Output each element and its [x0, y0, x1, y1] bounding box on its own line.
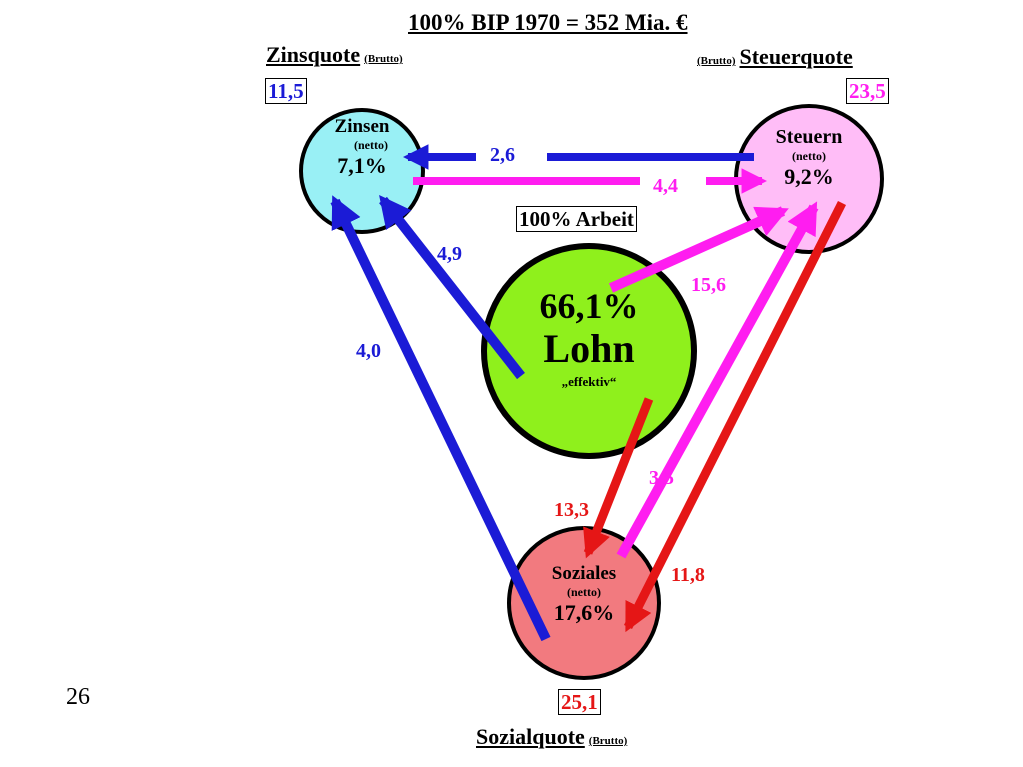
sozialquote-title: Sozialquote	[476, 724, 585, 749]
zinsquote-sub: (Brutto)	[364, 53, 403, 65]
flow-label-steuern-soziales: 11,8	[671, 564, 705, 586]
lohn-node	[481, 243, 697, 459]
arrow-soziales-to-steuern	[616, 201, 819, 559]
lohn-sub: „effektiv“	[561, 374, 617, 389]
lohn-pct: 66,1%	[539, 286, 639, 326]
lohn-name: Lohn	[543, 326, 635, 371]
arrow-lohn-to-steuern	[608, 206, 789, 293]
flow-label-soziales-steuern: 3,5	[649, 467, 674, 489]
arrow-steuern-to-soziales	[623, 200, 847, 633]
steuerquote-sub: (Brutto)	[697, 55, 736, 67]
flow-label-lohn-zinsen: 4,9	[437, 243, 462, 265]
zinsquote-label: Zinsquote (Brutto)	[266, 42, 403, 68]
steuerquote-title: Steuerquote	[739, 44, 853, 69]
arrow-lohn-to-soziales	[583, 397, 654, 559]
lohn-text: 66,1% Lohn „effektiv“	[519, 286, 659, 390]
flow-label-soziales-zinsen: 4,0	[356, 340, 381, 362]
zinsen-text: Zinsen (netto) 7,1%	[312, 116, 412, 179]
zinsen-name: Zinsen	[334, 116, 390, 137]
diagram-title: 100% BIP 1970 = 352 Mia. €	[408, 10, 688, 35]
soziales-sub: (netto)	[567, 585, 601, 599]
soziales-name: Soziales	[551, 563, 617, 584]
steuern-pct: 9,2%	[784, 164, 834, 189]
steuerquote-label: (Brutto) Steuerquote	[697, 44, 853, 70]
page-number: 26	[66, 684, 90, 710]
zinsquote-value-box: 11,5	[265, 78, 307, 104]
steuern-sub: (netto)	[792, 149, 826, 163]
steuerquote-value-box: 23,5	[846, 78, 889, 104]
flow-label-zinsen-steuern: 4,4	[653, 175, 678, 197]
steuern-name: Steuern	[775, 126, 843, 148]
zinsen-pct: 7,1%	[337, 153, 387, 178]
arrow-soziales-to-zinsen	[330, 195, 551, 642]
flow-label-lohn-steuern: 15,6	[691, 274, 726, 296]
flow-label-steuern-zinsen: 2,6	[490, 144, 515, 166]
arbeit-label: 100% Arbeit	[516, 206, 637, 232]
soziales-pct: 17,6%	[553, 600, 615, 625]
sozialquote-value-box: 25,1	[558, 689, 601, 715]
flow-label-lohn-soziales: 13,3	[554, 499, 589, 521]
zinsquote-title: Zinsquote	[266, 42, 361, 67]
sozialquote-label: Sozialquote (Brutto)	[476, 724, 627, 750]
soziales-text: Soziales (netto) 17,6%	[529, 563, 639, 626]
steuern-text: Steuern (netto) 9,2%	[754, 126, 864, 190]
zinsen-sub: (netto)	[354, 138, 388, 152]
sozialquote-sub: (Brutto)	[588, 735, 628, 747]
arrow-lohn-to-zinsen	[379, 194, 525, 380]
